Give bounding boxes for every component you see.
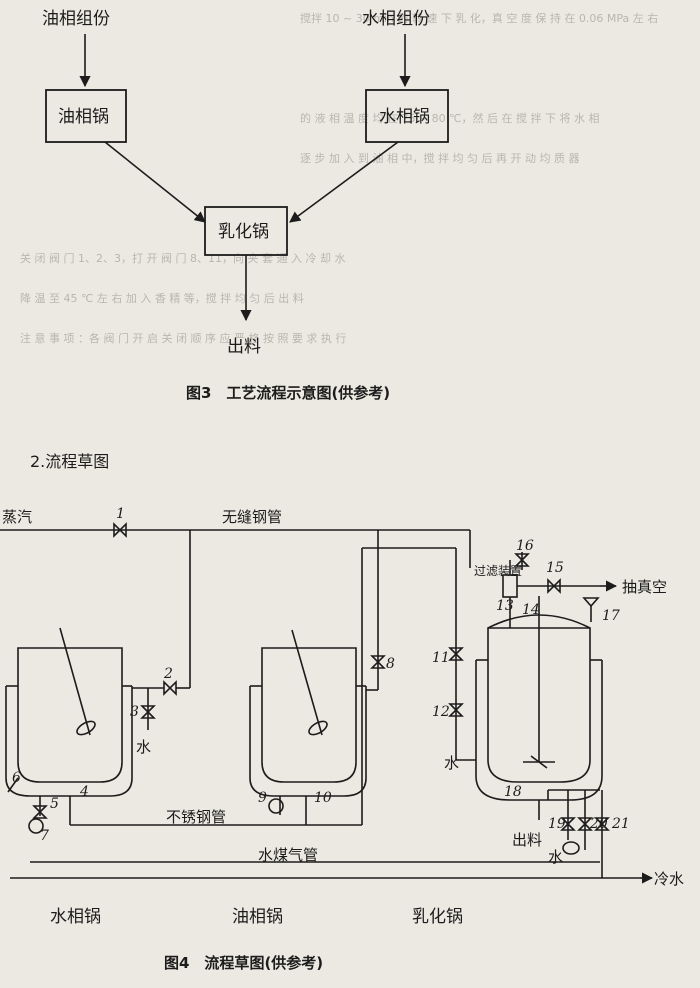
valve-12-icon	[448, 703, 464, 717]
emulsify-pot-vessel	[487, 627, 591, 783]
stainless-pipe-label: 不锈钢管	[166, 808, 226, 826]
valve-21-icon	[594, 817, 610, 831]
valve-label-3: 3	[130, 704, 139, 720]
water-pot-box	[365, 89, 449, 143]
valve-label-2: 2	[163, 666, 173, 682]
oil-pot-jacket	[249, 686, 367, 797]
figure3-process-flow: 油相组份 水相组份 油相锅 水相锅 乳化锅 出料 图3 工艺流程示意图(供参考)	[42, 9, 449, 402]
background-text-line: 搅拌 10 ~ 30 min 的 转 速 下 乳 化，真 空 度 保 持 在 0…	[300, 11, 658, 25]
water-left-label: 水	[136, 738, 151, 756]
water-to-emulsify-arrow	[289, 141, 399, 223]
oil-pot-stirrer-shaft	[291, 629, 323, 736]
valve-label-16: 16	[516, 538, 534, 554]
valve-8-icon	[370, 655, 386, 669]
background-text-line: 关 闭 阀 门 1、2、3，打 开 阀 门 8、11，向 夹 套 通 入 冷 却…	[20, 251, 345, 265]
pump-icon	[562, 841, 580, 855]
valve-11-icon	[448, 647, 464, 661]
vessel-label-emulsify: 乳化锅	[412, 907, 463, 927]
cold-water-label: 冷水	[654, 870, 684, 888]
water-pot-impeller-icon	[76, 720, 96, 736]
figure4-flow-sketch	[0, 522, 654, 884]
water-pot-vessel	[17, 647, 123, 783]
valve-label-18: 18	[504, 784, 522, 800]
valve-15-icon	[547, 578, 561, 594]
valve-label-5: 5	[50, 796, 59, 812]
vessel-label-oil: 油相锅	[232, 907, 283, 927]
emulsify-pot-jacket	[475, 660, 603, 801]
filter-label: 过滤装置	[474, 564, 522, 578]
figure3-caption: 图3 工艺流程示意图(供参考)	[186, 384, 390, 402]
output-label: 出料	[227, 337, 261, 357]
steam-label: 蒸汽	[2, 508, 32, 526]
valve-label-19: 19	[548, 816, 566, 832]
water-pot-stirrer-shaft	[59, 627, 91, 736]
pump-7-icon	[28, 818, 44, 834]
background-text-line: 降 温 至 45 ℃ 左 右 加 入 香 精 等，搅 拌 均 匀 后 出 料	[20, 291, 304, 305]
seamless-pipe-label: 无缝钢管	[222, 508, 282, 526]
valve-label-10: 10	[314, 790, 332, 806]
oil-pot-box	[45, 89, 127, 143]
valve-label-14: 14	[522, 602, 540, 618]
valve-label-11: 11	[432, 650, 450, 666]
valve-label-20: 20	[589, 816, 608, 832]
oil-components-label: 油相组份	[42, 9, 110, 29]
emulsify-pot-impeller-icon	[523, 755, 555, 769]
background-text-line: 注 意 事 项 ：各 阀 门 开 启 关 闭 顺 序 应 严 格 按 照 要 求…	[20, 331, 346, 345]
valve-label-21: 21	[611, 816, 630, 832]
valve-label-15: 15	[546, 560, 564, 576]
filter-device	[502, 574, 518, 598]
valve-label-8: 8	[386, 656, 395, 672]
valve-17-icon	[582, 597, 600, 608]
valve-label-1: 1	[116, 506, 125, 522]
valve-19-icon	[560, 817, 576, 831]
water-gas-pipe-label: 水煤气管	[258, 846, 318, 864]
water-right-label: 水	[444, 754, 459, 772]
valve-2-icon	[163, 680, 177, 696]
vessel-label-water: 水相锅	[50, 907, 101, 927]
valve-5-icon	[32, 805, 48, 819]
water-pot-label: 水相锅	[379, 107, 430, 127]
outlet-label: 出料	[512, 831, 542, 849]
valve-16-icon	[514, 553, 530, 567]
pump-9-icon	[268, 798, 284, 814]
valve-label-13: 13	[496, 598, 514, 614]
valve-label-4: 4	[79, 784, 89, 800]
section-heading: 2.流程草图	[30, 452, 109, 471]
valve-1-icon	[113, 522, 127, 538]
valve-label-6: 6	[12, 770, 21, 786]
figure4-caption: 图4 流程草图(供参考)	[164, 954, 323, 972]
valve-3-icon	[140, 705, 156, 719]
oil-pot-impeller-icon	[308, 720, 328, 736]
oil-pot-vessel	[261, 647, 357, 783]
background-text: 搅拌 10 ~ 30 min 的 转 速 下 乳 化，真 空 度 保 持 在 0…	[20, 11, 658, 345]
valve-label-17: 17	[602, 608, 620, 624]
vacuum-label: 抽真空	[622, 578, 667, 596]
valve-label-7: 7	[40, 828, 49, 844]
valve-20-icon	[577, 817, 593, 831]
water-bottom-label: 水	[548, 848, 563, 866]
background-text-line: 逐 步 加 入 到 油 相 中，搅 拌 均 匀 后 再 开 动 均 质 器	[300, 151, 579, 165]
emulsify-pot-label: 乳化锅	[218, 222, 269, 242]
water-components-label: 水相组份	[362, 9, 430, 29]
oil-to-emulsify-arrow	[104, 141, 206, 223]
valve-6-pipe	[7, 777, 19, 793]
background-text-line: 的 液 相 温 度 均 在 75 ~ 80 ℃，然 后 在 搅 拌 下 将 水 …	[300, 111, 600, 125]
oil-pot-label: 油相锅	[58, 107, 109, 127]
figure4-labels: 蒸汽 无缝钢管 抽真空 不锈钢管 水煤气管 冷水 水 水 水 出料 过滤装置 1…	[2, 506, 684, 972]
valve-label-9: 9	[258, 790, 267, 806]
valve-label-12: 12	[432, 704, 450, 720]
